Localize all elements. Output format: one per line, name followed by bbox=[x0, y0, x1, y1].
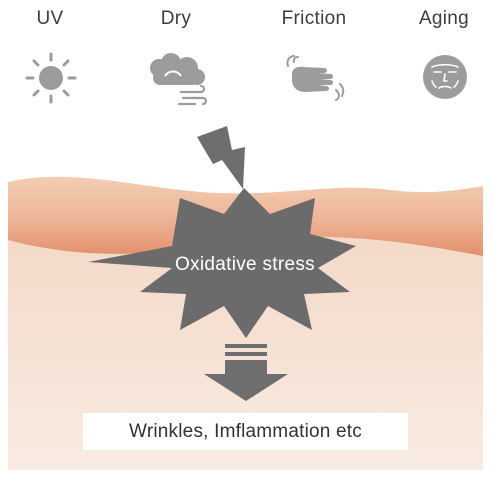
lightning-bolt-icon bbox=[197, 126, 245, 189]
stress-burst bbox=[88, 188, 356, 338]
down-arrow-icon bbox=[204, 344, 288, 401]
sun-icon bbox=[25, 52, 77, 104]
result-box: Wrinkles, Imflammation etc bbox=[83, 413, 408, 450]
factor-label-dry: Dry bbox=[160, 8, 192, 29]
factor-label-friction: Friction bbox=[281, 8, 347, 29]
cloud-wind-icon bbox=[150, 53, 208, 106]
factor-label-aging: Aging bbox=[418, 8, 470, 29]
factor-label-uv: UV bbox=[36, 8, 64, 29]
rubbing-hand-icon bbox=[286, 55, 345, 101]
aged-face-icon bbox=[423, 55, 467, 99]
result-label: Wrinkles, Imflammation etc bbox=[129, 420, 362, 442]
oxidative-stress-label: Oxidative stress bbox=[175, 254, 315, 275]
